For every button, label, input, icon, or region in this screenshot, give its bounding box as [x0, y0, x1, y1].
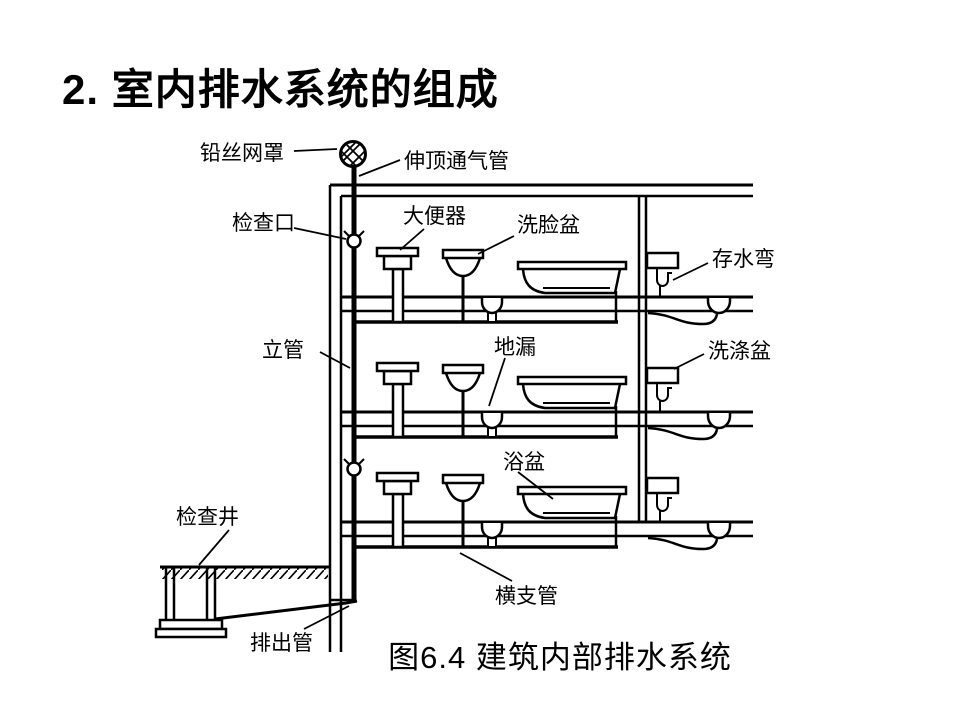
label-inspection-port: 检查口 [232, 212, 295, 235]
pointer-riser-pipe [319, 351, 351, 369]
pointer-discharge-pipe [303, 605, 350, 630]
pointer-bathtub [517, 471, 554, 500]
inspection-port-symbol [343, 458, 365, 477]
building-structure [328, 183, 753, 652]
labels: 铅丝网罩 伸顶通气管 检查口 大便器 洗脸盆 存水弯 立管 地漏 洗涤盆 浴盆 … [176, 142, 775, 655]
figure-caption: 图6.4 建筑内部排水系统 [388, 640, 732, 675]
label-washbasin: 洗脸盆 [517, 214, 580, 237]
inspection-port-symbol [343, 230, 365, 249]
pointer-washing-sink [673, 353, 705, 370]
pointer-water-trap [672, 262, 709, 281]
pointer-floor-drain [488, 357, 506, 407]
label-discharge-pipe: 排出管 [250, 632, 313, 655]
pointer-toilet [399, 228, 425, 251]
floor-1-fixtures [339, 246, 755, 326]
label-roof-vent-pipe: 伸顶通气管 [404, 150, 509, 173]
pointer-lines [198, 148, 709, 630]
page-title: 2. 室内排水系统的组成 [62, 66, 499, 113]
pointer-inspection-well [198, 529, 230, 566]
pointer-branch-pipe [459, 552, 513, 582]
pointer-washbasin [477, 235, 515, 255]
label-wire-mesh-cover: 铅丝网罩 [200, 142, 284, 165]
label-floor-drain: 地漏 [494, 336, 536, 359]
label-inspection-well: 检查井 [176, 506, 239, 529]
discharge-pipe-shape [214, 598, 358, 621]
pointer-roof-vent-pipe [358, 159, 401, 177]
label-washing-sink: 洗涤盆 [708, 340, 771, 363]
label-water-trap: 存水弯 [712, 248, 775, 271]
pointer-inspection-port [293, 227, 347, 240]
floor-3-fixtures [339, 471, 755, 551]
vent-mesh-cap [339, 140, 367, 168]
ground-and-well [154, 565, 330, 639]
label-branch-pipe: 横支管 [495, 585, 558, 608]
label-toilet: 大便器 [403, 205, 466, 228]
floor-2-fixtures [339, 361, 755, 441]
label-bathtub: 浴盆 [503, 451, 545, 474]
label-riser-pipe: 立管 [262, 339, 304, 362]
pointer-wire-mesh-cover [293, 148, 338, 152]
